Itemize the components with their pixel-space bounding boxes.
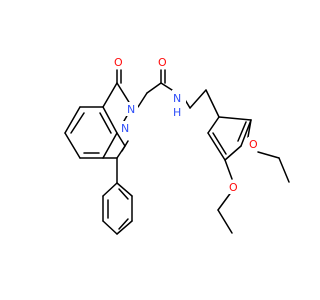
bond — [102, 82, 118, 108]
bond — [121, 140, 129, 152]
oxygen-atom-label: O — [114, 56, 123, 69]
bond — [99, 112, 112, 134]
bond — [257, 151, 280, 159]
bond — [116, 182, 133, 197]
bond — [118, 218, 129, 230]
oxygen-atom-label: O — [249, 138, 258, 151]
bond — [137, 92, 148, 108]
bond — [64, 106, 81, 134]
bond — [102, 132, 118, 159]
bond — [217, 209, 233, 234]
oxygen-atom-label: O — [229, 181, 238, 194]
hydrogen-atom-label: H — [173, 106, 181, 119]
bond — [218, 116, 252, 121]
bond — [240, 119, 252, 147]
bond — [224, 159, 233, 180]
molecule-structure: O N N O N H O O — [64, 55, 290, 235]
bond — [160, 82, 173, 91]
atom-labels: O N N O N H O O — [114, 55, 260, 194]
bond — [207, 116, 220, 134]
bond — [102, 182, 118, 197]
bond — [207, 132, 226, 161]
bond — [116, 220, 133, 235]
bond — [205, 89, 220, 118]
bond — [70, 112, 85, 134]
bond — [102, 220, 118, 235]
nitrogen-atom-label: N — [173, 92, 181, 105]
bond — [64, 132, 81, 159]
oxygen-atom-label: O — [158, 56, 167, 69]
nitrogen-atom-label: N — [127, 103, 135, 116]
bond — [224, 145, 242, 161]
bond — [237, 121, 247, 142]
bond — [247, 119, 252, 138]
bond — [212, 132, 227, 155]
bond — [189, 89, 207, 109]
bond — [278, 157, 290, 183]
bond — [217, 190, 233, 211]
bond — [146, 82, 162, 94]
bond — [116, 132, 126, 147]
nitrogen-atom-label: N — [121, 122, 129, 135]
bond — [118, 188, 129, 200]
bond — [102, 106, 118, 134]
